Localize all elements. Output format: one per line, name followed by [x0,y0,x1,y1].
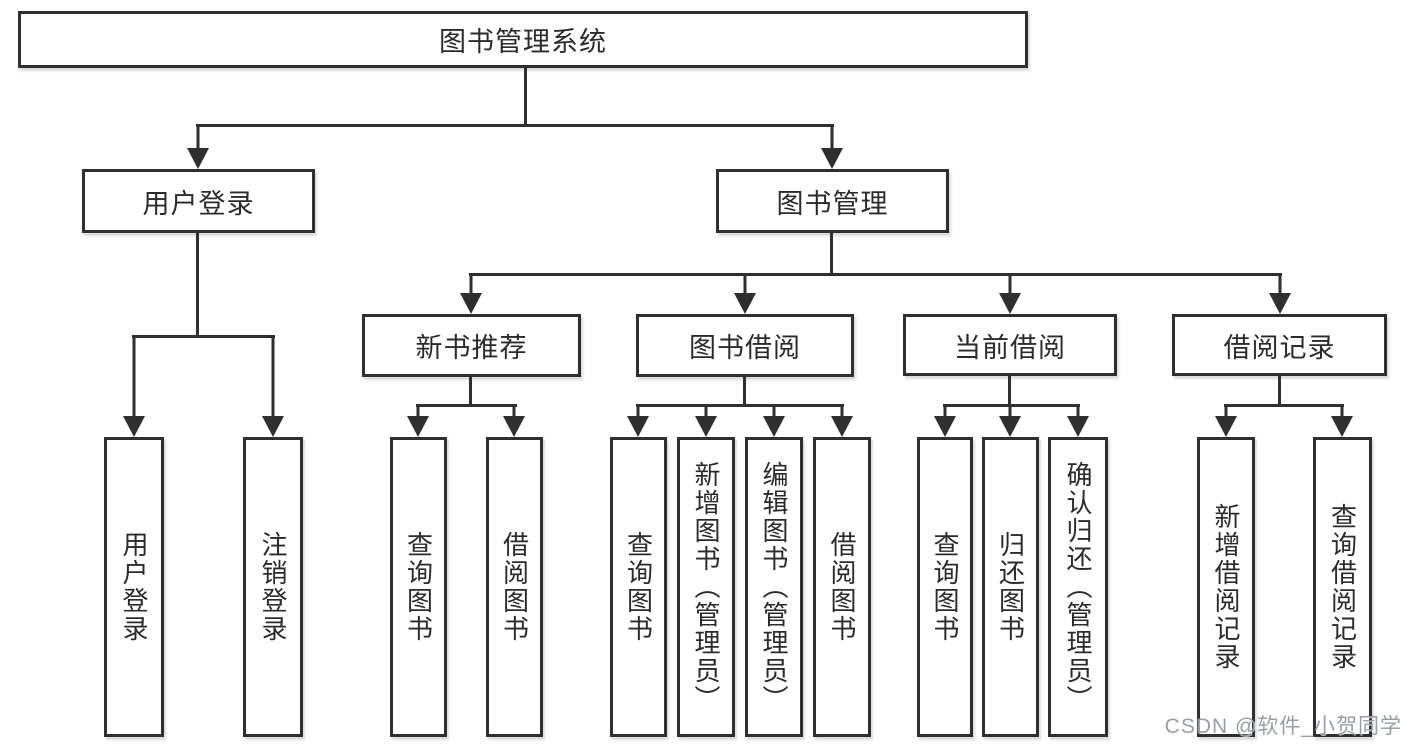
leaf-borrow-books-recommend: 借阅图书 [486,437,543,737]
node-borrowing-records: 借阅记录 [1172,314,1387,376]
arrow-current-leaf-3 [1067,404,1089,437]
leaf-edit-books-admin: 编辑图书（管理员） [745,437,803,737]
arrow-to-new-book-recommend [460,273,482,314]
connector-root-bar [196,124,834,127]
leaf-logout: 注销登录 [243,437,303,737]
leaf-return-books: 归还图书 [982,437,1039,737]
connector-current-stem [1008,376,1011,407]
arrow-to-leaf-logout [262,335,284,437]
arrow-to-book-borrowing [734,273,756,314]
arrow-to-book-management [821,124,843,169]
leaf-add-books-admin: 新增图书（管理员） [677,437,735,737]
arrow-to-user-login [187,124,209,169]
arrow-borrow-leaf-1 [627,404,649,437]
node-current-borrowing: 当前借阅 [903,314,1117,376]
node-book-borrowing: 图书借阅 [636,314,854,377]
leaf-add-borrow-record: 新增借阅记录 [1197,437,1255,737]
arrow-borrow-leaf-2 [695,404,717,437]
connector-root-stem [524,68,527,127]
leaf-query-books-recommend: 查询图书 [390,437,447,737]
csdn-watermark: CSDN @软件_小贺同学 [1164,715,1402,738]
leaf-confirm-return-admin: 确认归还（管理员） [1048,437,1108,737]
connector-user-bar [132,335,275,338]
arrow-to-borrowing-records [1269,273,1291,314]
arrow-borrow-leaf-4 [831,404,853,437]
node-book-management: 图书管理 [716,169,949,233]
connector-rec-bar [416,404,517,407]
arrow-current-leaf-1 [934,404,956,437]
leaf-query-books-borrowing: 查询图书 [610,437,667,737]
arrow-borrow-leaf-3 [763,404,785,437]
arrow-to-leaf-user-login [123,335,145,437]
arrow-rec-leaf-1 [407,404,429,437]
arrow-rec-leaf-2 [503,404,525,437]
leaf-query-books-current: 查询图书 [917,437,973,737]
connector-borrow-stem [743,377,746,407]
leaf-user-login: 用户登录 [104,437,164,737]
connector-book-stem [830,233,833,276]
arrow-record-leaf-2 [1331,404,1353,437]
node-user-login: 用户登录 [82,169,315,233]
connector-rec-stem [469,377,472,407]
connector-record-stem [1278,376,1281,407]
leaf-borrow-books-borrowing: 借阅图书 [813,437,871,737]
arrow-record-leaf-1 [1215,404,1237,437]
arrow-current-leaf-2 [999,404,1021,437]
connector-user-stem [196,233,199,338]
leaf-query-borrow-record: 查询借阅记录 [1313,437,1372,737]
connector-borrow-bar [636,404,844,407]
connector-book-bar [469,273,1282,276]
node-new-book-recommend: 新书推荐 [362,314,581,377]
arrow-to-current-borrowing [999,273,1021,314]
connector-record-bar [1224,404,1344,407]
node-library-system: 图书管理系统 [18,11,1028,68]
